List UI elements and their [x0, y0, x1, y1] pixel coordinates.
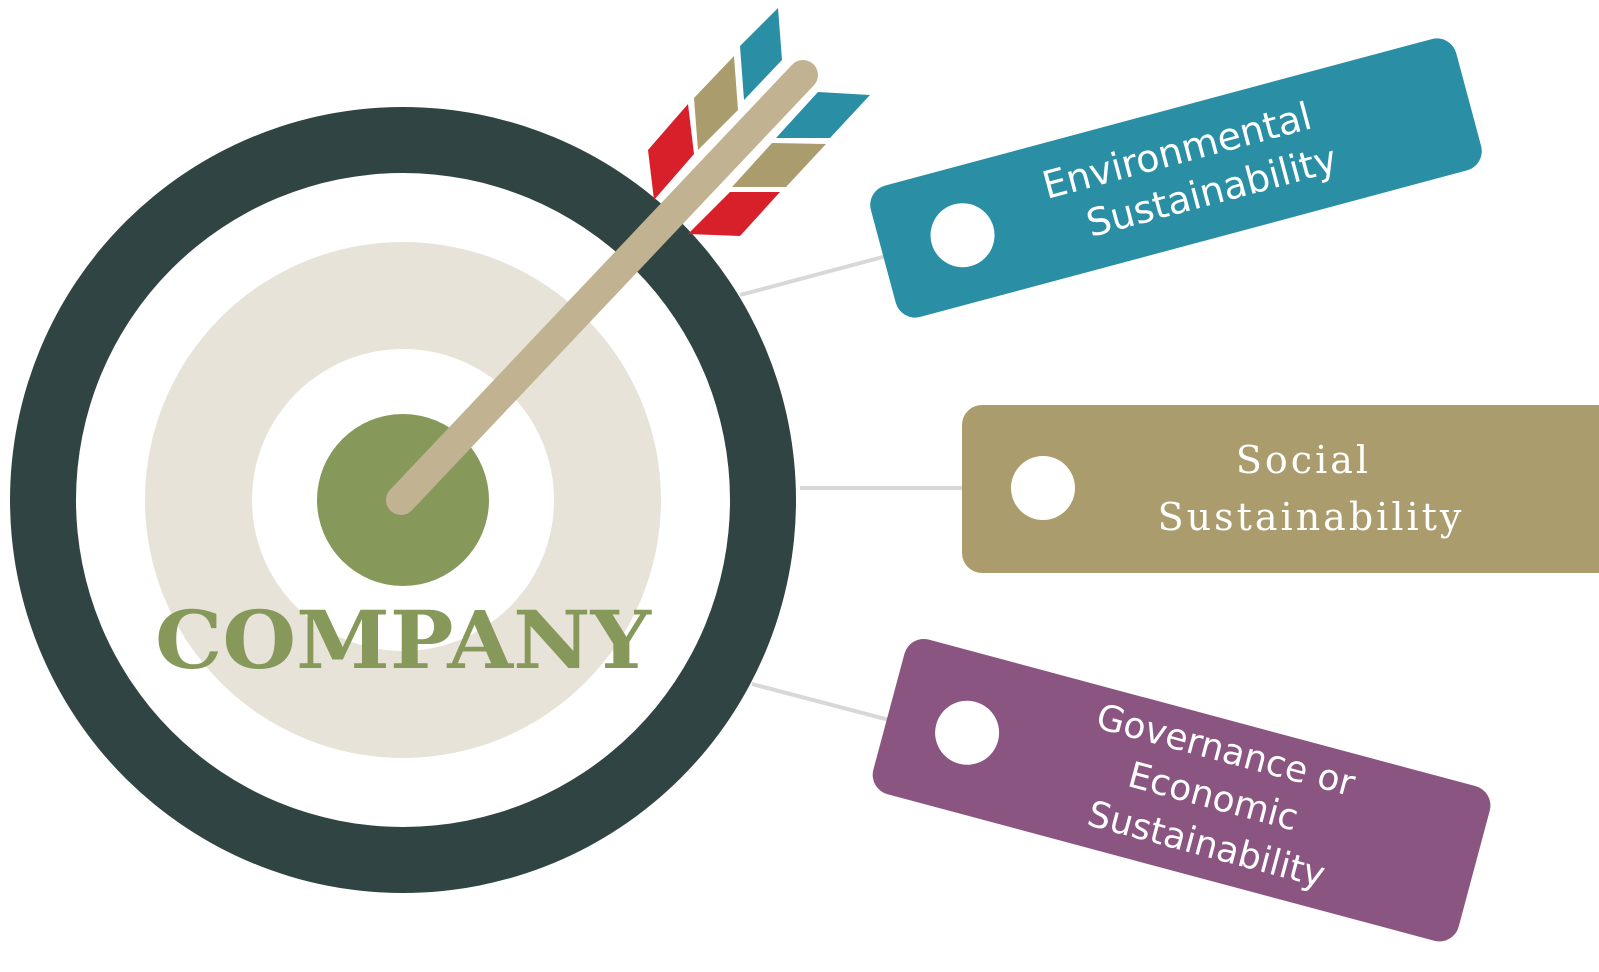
- arrow-fletching-olive-right: [732, 143, 826, 187]
- tag-environmental-body: [870, 38, 1482, 318]
- arrow-fletching-olive-top: [694, 56, 738, 150]
- tag-social: Social Sustainability: [962, 405, 1599, 573]
- arrow-fletching-red-right: [688, 192, 780, 236]
- tag-governance-body: [872, 639, 1491, 942]
- target-label: COMPANY: [155, 593, 652, 687]
- arrow-fletching-teal-right: [776, 92, 870, 138]
- arrow-shaft: [386, 60, 818, 515]
- tag-governance: Governance or Economic Sustainability: [872, 639, 1491, 942]
- arrow: [386, 8, 870, 515]
- tag-social-text: Social Sustainability: [1158, 438, 1465, 539]
- tag-social-body: [962, 405, 1599, 573]
- tag-social-line1: Social: [1236, 438, 1371, 482]
- tag-social-hole: [1011, 456, 1075, 520]
- tag-environmental: Environmental Sustainability: [870, 38, 1482, 318]
- tag-social-line2: Sustainability: [1158, 495, 1465, 539]
- tag-environmental-hole: [930, 203, 995, 268]
- tag-governance-hole: [935, 700, 1000, 765]
- arrow-fletching-red-top: [648, 104, 694, 200]
- arrow-fletching-teal-top: [740, 8, 782, 100]
